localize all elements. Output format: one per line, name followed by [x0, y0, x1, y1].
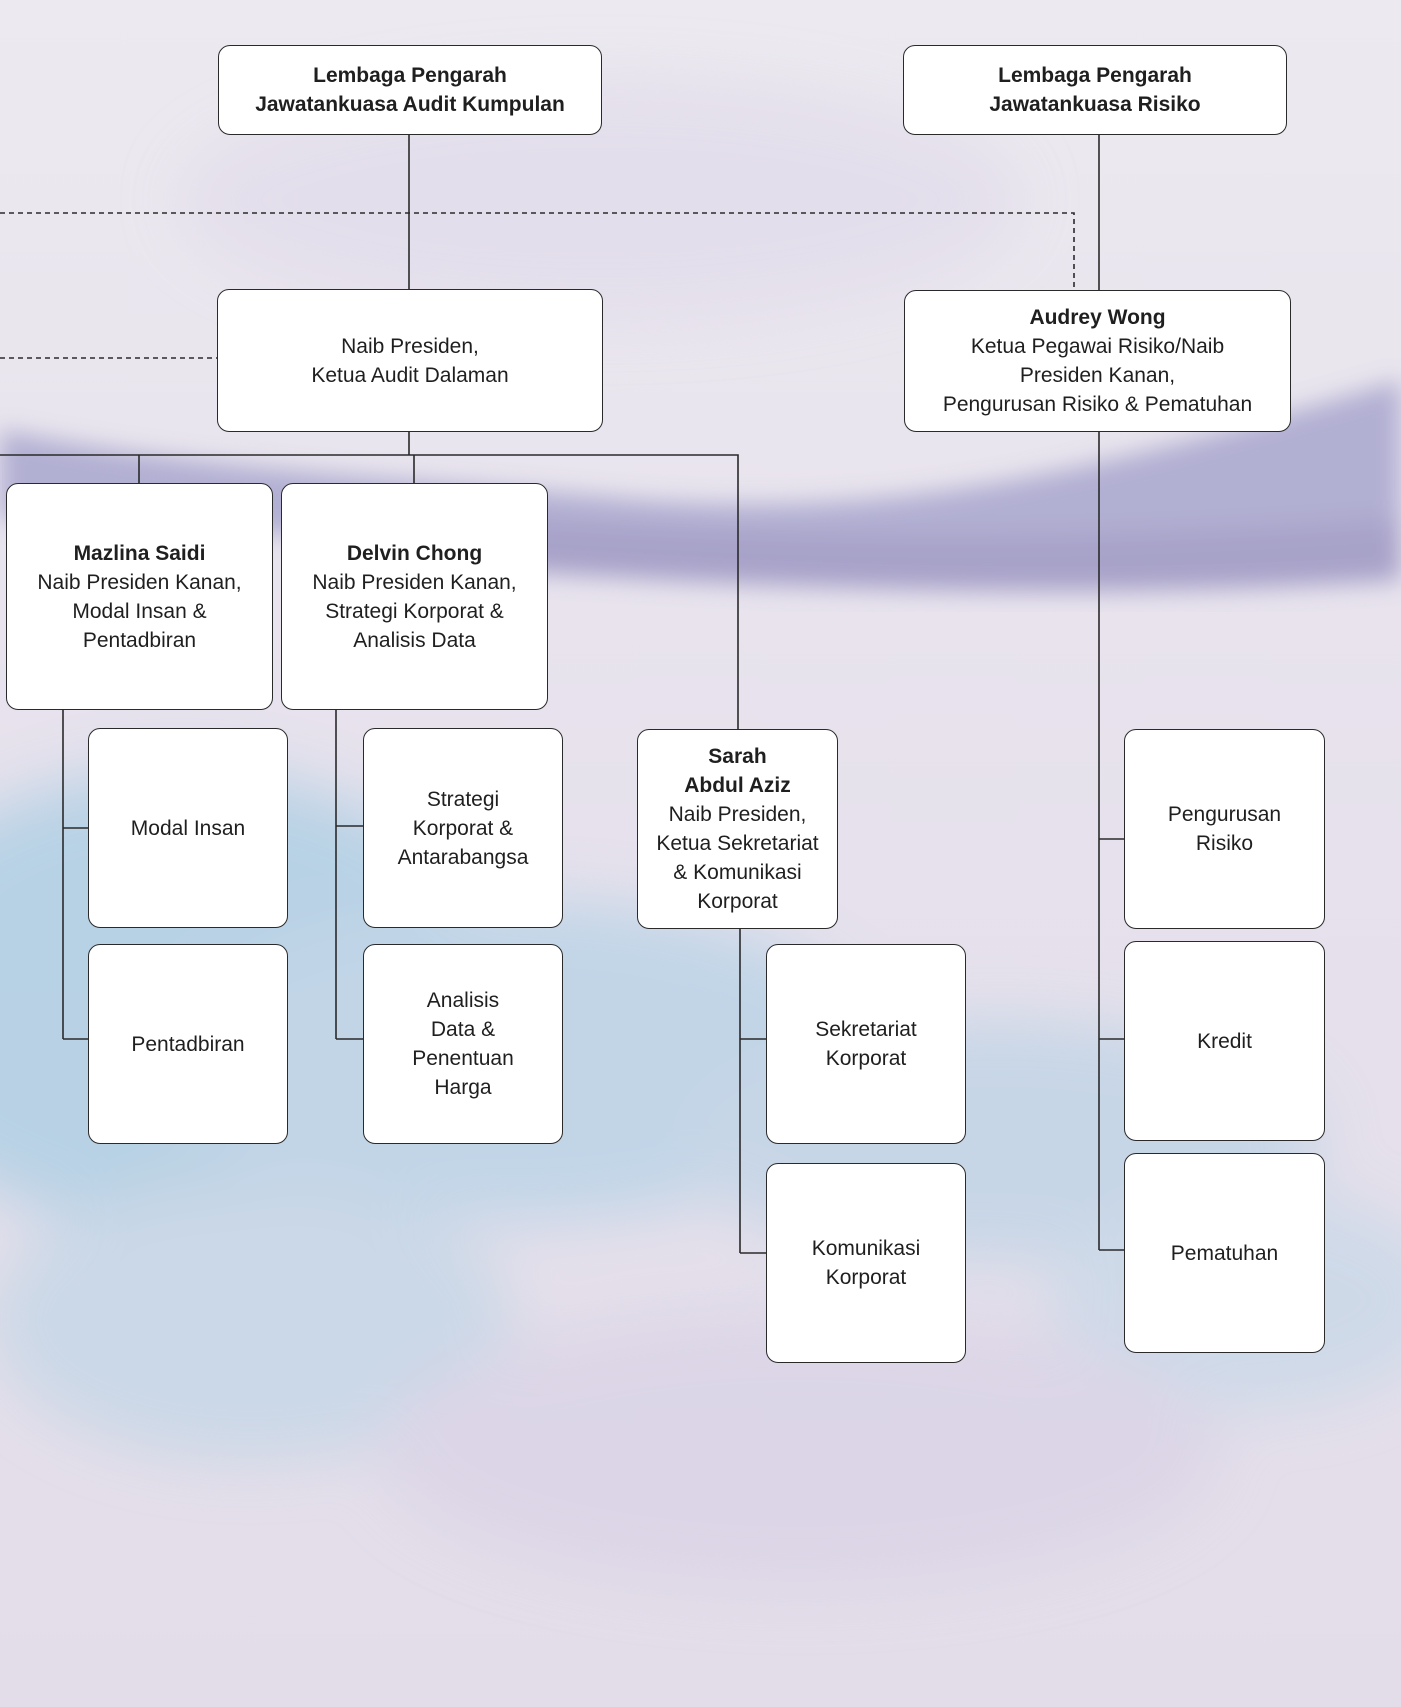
node-pengurusan-risiko: Pengurusan Risiko [1124, 729, 1325, 929]
node-name: Delvin Chong [346, 541, 483, 565]
node-sekretariat-korporat: Sekretariat Korporat [766, 944, 966, 1144]
node-title: Pengurusan Risiko [1167, 803, 1282, 855]
node-pematuhan: Pematuhan [1124, 1153, 1325, 1353]
node-mazlina-saidi: Mazlina Saidi Naib Presiden Kanan, Modal… [6, 483, 273, 710]
node-title: Analisis Data & Penentuan Harga [412, 989, 514, 1099]
line-audrey-branch [1098, 431, 1125, 1251]
node-name: Mazlina Saidi [73, 541, 206, 565]
node-title: Ketua Pegawai Risiko/Naib Presiden Kanan… [942, 335, 1253, 416]
node-title: Komunikasi Korporat [811, 1237, 921, 1289]
node-name: Audrey Wong [1029, 306, 1166, 329]
node-modal-insan: Modal Insan [88, 728, 288, 928]
line-sarah-branch [739, 928, 767, 1254]
node-sarah-abdul-aziz: Sarah Abdul Aziz Naib Presiden, Ketua Se… [637, 729, 838, 929]
node-delvin-chong: Delvin Chong Naib Presiden Kanan, Strate… [281, 483, 548, 710]
node-board-audit: Lembaga Pengarah Jawatankuasa Audit Kump… [218, 45, 602, 135]
node-komunikasi-korporat: Komunikasi Korporat [766, 1163, 966, 1363]
node-name: Lembaga Pengarah Jawatankuasa Risiko [989, 64, 1201, 116]
node-strategi-korporat: Strategi Korporat & Antarabangsa [363, 728, 563, 928]
node-name: Lembaga Pengarah Jawatankuasa Audit Kump… [255, 64, 565, 116]
node-title: Strategi Korporat & Antarabangsa [397, 787, 529, 869]
node-title: Modal Insan [130, 816, 246, 840]
node-name: Sarah Abdul Aziz [684, 745, 791, 797]
dashed-line-top [0, 212, 1075, 290]
node-title: Pematuhan [1170, 1241, 1279, 1265]
line-mazlina-branch [62, 709, 89, 1040]
node-title: Naib Presiden, Ketua Audit Dalaman [311, 334, 509, 387]
node-title: Naib Presiden Kanan, Modal Insan & Penta… [37, 570, 242, 652]
node-internal-audit: Naib Presiden, Ketua Audit Dalaman [217, 289, 603, 432]
line-internal-audit-bus [0, 431, 739, 729]
node-audrey-wong: Audrey Wong Ketua Pegawai Risiko/Naib Pr… [904, 290, 1291, 432]
node-board-risk: Lembaga Pengarah Jawatankuasa Risiko [903, 45, 1287, 135]
node-title: Pentadbiran [131, 1032, 245, 1056]
node-pentadbiran: Pentadbiran [88, 944, 288, 1144]
node-kredit: Kredit [1124, 941, 1325, 1141]
node-title: Naib Presiden Kanan, Strategi Korporat &… [312, 570, 517, 652]
line-delvin-branch [335, 709, 364, 1040]
node-title: Kredit [1197, 1029, 1252, 1053]
node-analisis-data: Analisis Data & Penentuan Harga [363, 944, 563, 1144]
node-title: Sekretariat Korporat [815, 1018, 917, 1070]
node-title: Naib Presiden, Ketua Sekretariat & Komun… [656, 803, 819, 913]
